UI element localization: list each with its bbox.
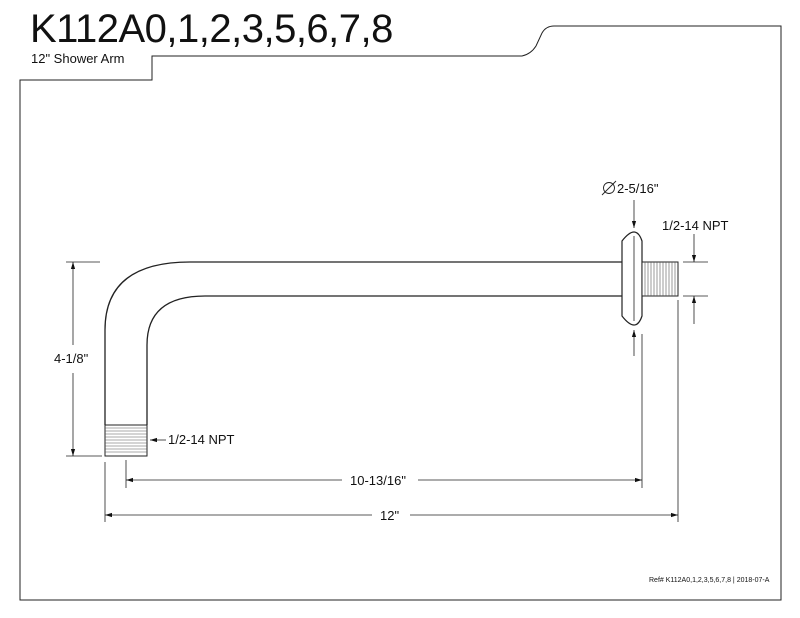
overall-length-dimension xyxy=(104,300,679,522)
diameter-icon xyxy=(601,180,617,196)
reach-label: 10-13/16" xyxy=(350,473,406,488)
shower-arm-pipe xyxy=(104,261,622,425)
overall-length-label: 12" xyxy=(380,508,399,523)
wall-threaded-end xyxy=(641,261,679,297)
flange-diameter-label: 2-5/16" xyxy=(617,181,659,196)
wall-thread-label: 1/2-14 NPT xyxy=(662,218,729,233)
reach-dimension xyxy=(125,334,643,488)
wall-flange xyxy=(621,231,643,326)
product-subtitle: 12" Shower Arm xyxy=(31,51,125,66)
outlet-threaded-end xyxy=(104,424,148,457)
outlet-thread-label: 1/2-14 NPT xyxy=(168,432,235,447)
wall-thread-dimension xyxy=(683,234,708,324)
drawing-frame xyxy=(19,25,782,601)
height-dimension xyxy=(66,261,102,457)
height-label: 4-1/8" xyxy=(54,351,89,366)
model-title: K112A0,1,2,3,5,6,7,8 xyxy=(30,7,393,51)
reference-code: Ref# K112A0,1,2,3,5,6,7,8 | 2018-07-A xyxy=(649,577,770,584)
